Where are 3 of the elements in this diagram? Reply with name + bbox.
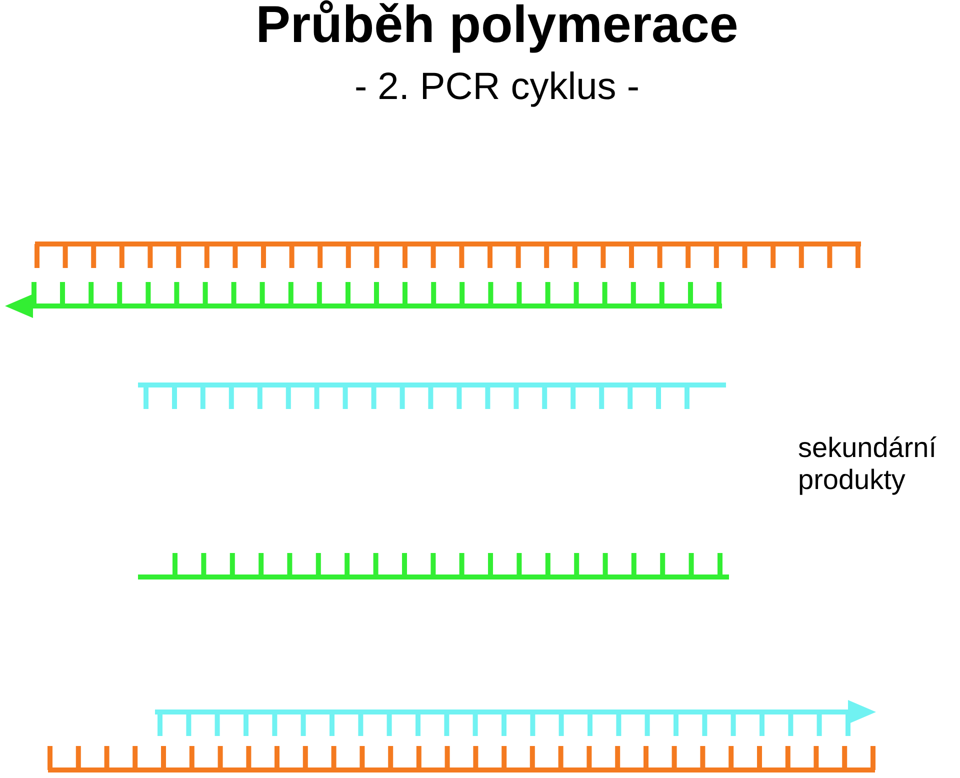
title: Průběh polymerace xyxy=(254,0,740,56)
note-text: sekundární produkty xyxy=(798,432,938,496)
subtitle: - 2. PCR cyklus - xyxy=(353,65,641,110)
